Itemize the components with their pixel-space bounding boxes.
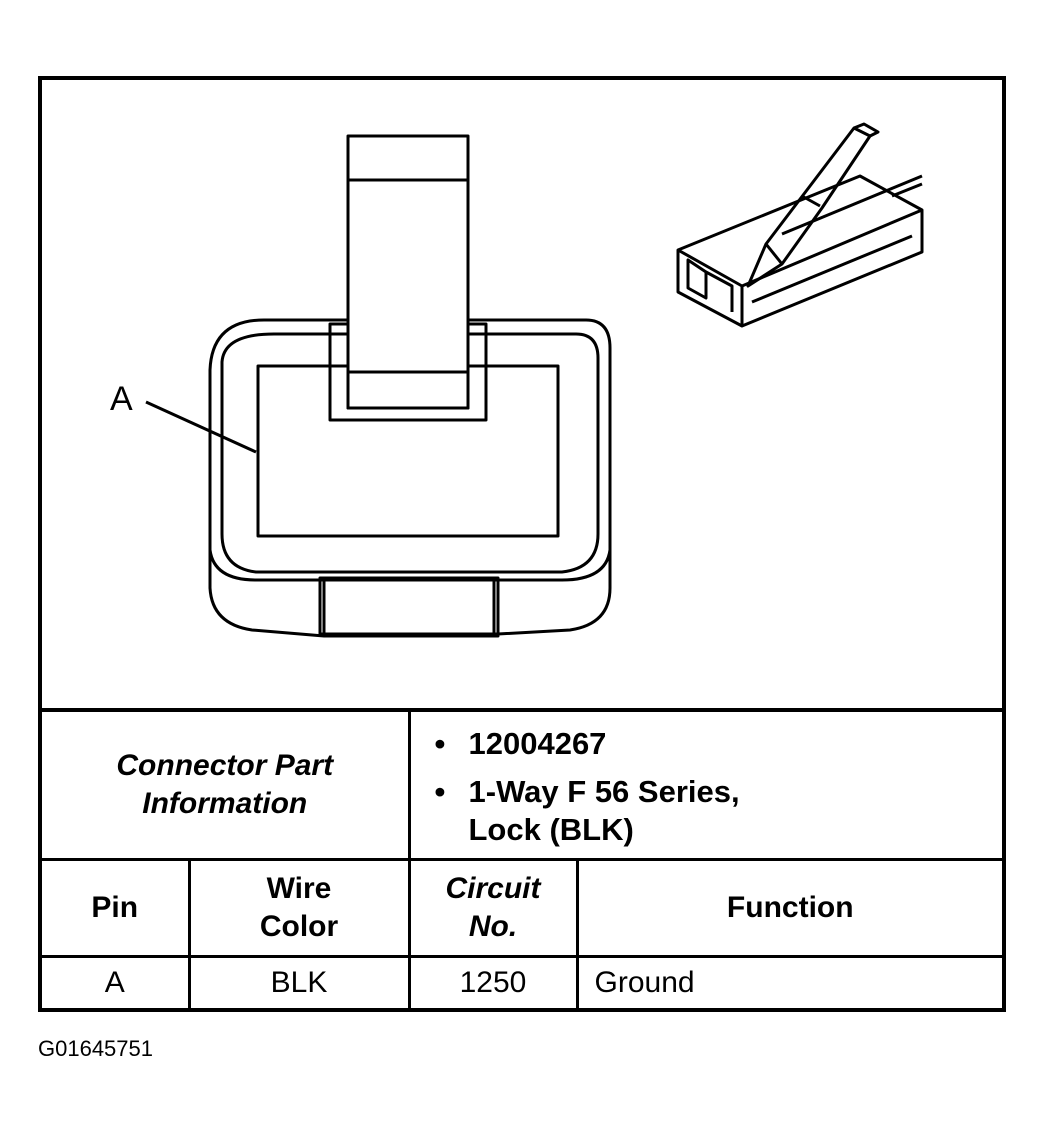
connector-bottom-ridge [208,549,612,582]
connector-body-outline [208,318,612,638]
col-header-function: Function [575,858,1002,958]
isometric-connector-view [676,122,924,328]
col-header-wire-color: Wire Color [187,858,411,958]
part-description: 1-Way F 56 Series, Lock (BLK) [435,773,809,849]
connector-body-inner [220,332,600,574]
col-header-circuit-text: Circuit No. [445,872,541,943]
col-header-function-text: Function [726,891,854,924]
col-header-wire-color-text: Wire Color [259,872,339,943]
diagram-frame: A Connector Part Information 12004267 1-… [38,76,1006,1012]
figure-id: G01645751 [38,1036,153,1061]
part-info-header-text: Connector Part Information [116,749,334,820]
part-info-row: Connector Part Information 12004267 1-Wa… [42,708,1003,861]
part-number: 12004267 [435,725,1003,763]
wire-color-cell: BLK [187,955,411,1008]
part-info-header: Connector Part Information [42,708,411,861]
column-header-row: Pin Wire Color Circuit No. Function [42,858,1002,958]
pin-cell: A [42,955,191,1008]
callout-leader [145,400,257,454]
table-row: A BLK 1250 Ground [42,955,1002,1008]
callout-label-a: A [110,380,133,418]
col-header-circuit: Circuit No. [407,858,579,958]
connector-bottom-tab [318,576,500,636]
circuit-cell: 1250 [407,955,579,1008]
part-info-list: 12004267 1-Way F 56 Series, Lock (BLK) [407,708,1003,861]
connector-drawing: A [42,80,1002,708]
connector-illustration [145,122,924,638]
function-cell: Ground [575,955,1002,1008]
connector-table: Connector Part Information 12004267 1-Wa… [42,708,1002,1008]
col-header-pin: Pin [42,858,191,958]
lock-tab-top [346,134,470,410]
col-header-pin-text: Pin [91,891,139,924]
